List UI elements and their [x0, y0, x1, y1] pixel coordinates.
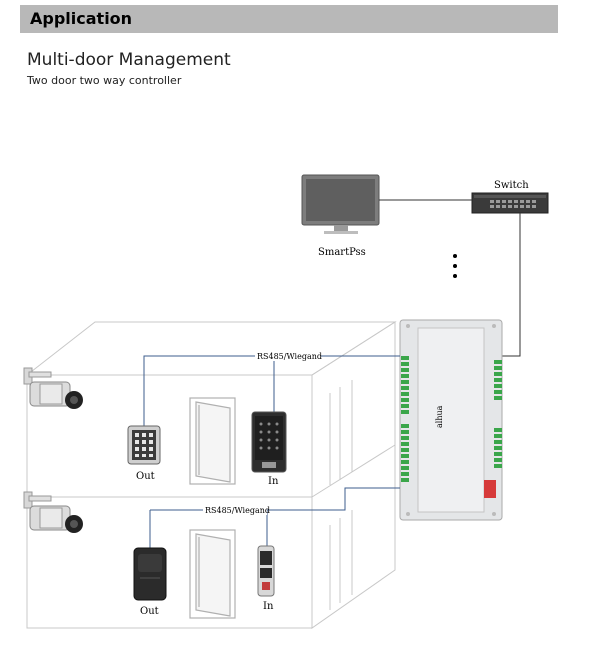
bus-label-top: RS485/Wiegand: [257, 352, 322, 361]
reader-bottom-in-label: In: [263, 601, 274, 612]
keypad-reader-icon: [127, 425, 161, 465]
network-switch-icon: [471, 192, 549, 214]
monitor-icon: [301, 174, 380, 234]
more-devices-ellipsis: [453, 254, 457, 278]
card-reader-icon: [133, 547, 167, 601]
building-wireframe: [25, 321, 397, 629]
card-reader-icon: [257, 545, 275, 597]
page-title: Multi-door Management: [27, 50, 231, 70]
bus-label-bottom: RS485/Wiegand: [205, 506, 270, 515]
door-icon: [189, 397, 236, 485]
page-subtitle: Two door two way controller: [27, 74, 182, 87]
reader-bottom-out-label: Out: [140, 606, 159, 617]
controller-brand: alhua: [435, 405, 444, 428]
bus-label-bottom-bg: [203, 504, 267, 515]
cctv-camera-icon: [23, 367, 83, 409]
bus-label-top-bg: [255, 350, 321, 361]
switch-controller-link: [500, 213, 521, 357]
reader-top-out-label: Out: [136, 471, 155, 482]
door-icon: [189, 529, 236, 619]
access-controller-icon: [399, 319, 503, 521]
bus-line-bottom: [150, 487, 400, 511]
keypad-reader-icon: [251, 411, 287, 473]
switch-label: Switch: [494, 180, 529, 191]
cctv-camera-icon: [23, 491, 83, 533]
pc-label: SmartPss: [318, 247, 366, 258]
section-header-bar: Application: [20, 5, 558, 33]
reader-top-in-label: In: [268, 476, 279, 487]
section-header-title: Application: [30, 9, 133, 28]
